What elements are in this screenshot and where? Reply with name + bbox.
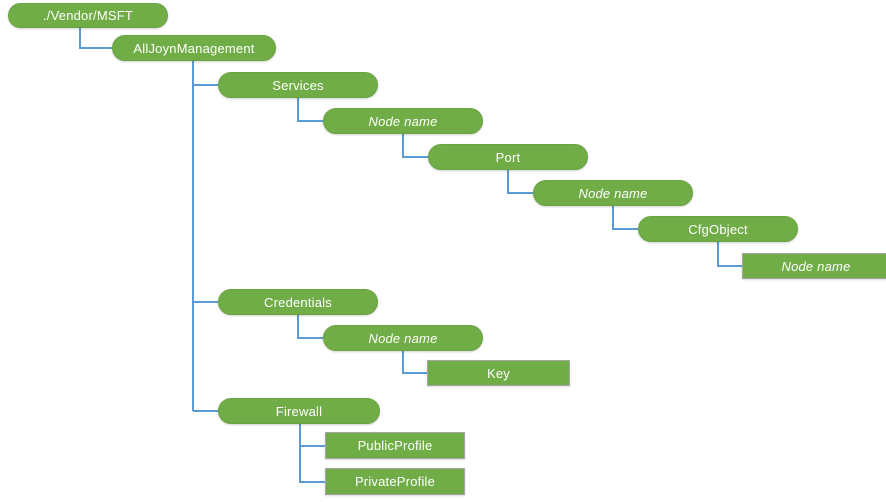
tree-node-port-node-name[interactable]: Node name	[533, 180, 693, 206]
connector-node-name-to-cfgobject	[612, 206, 638, 230]
connector-port-to-node-name	[507, 170, 533, 194]
tree-node-vendor-msft[interactable]: ./Vendor/MSFT	[8, 3, 168, 28]
connector-services-to-node-name	[297, 98, 323, 122]
connector-vendor-to-alljoyn	[79, 28, 112, 49]
tree-node-label-services: Services	[272, 77, 324, 93]
tree-node-label-services-node-name: Node name	[368, 113, 438, 129]
tree-node-key[interactable]: Key	[427, 360, 570, 386]
tree-node-publicprofile[interactable]: PublicProfile	[325, 432, 465, 459]
tree-node-credentials[interactable]: Credentials	[218, 289, 378, 315]
tree-node-label-cfgobject-node-name: Node name	[781, 258, 851, 274]
tree-node-label-port-node-name: Node name	[578, 185, 648, 201]
tree-node-label-vendor-msft: ./Vendor/MSFT	[42, 8, 134, 23]
connector-node-name-to-port	[402, 134, 428, 158]
tree-node-label-cfgobject: CfgObject	[688, 221, 748, 237]
tree-node-label-credentials: Credentials	[264, 294, 332, 310]
connector-credentials-to-node-name	[297, 315, 323, 339]
tree-node-firewall[interactable]: Firewall	[218, 398, 380, 424]
tree-node-label-key: Key	[486, 365, 510, 381]
connector-cfgobject-to-node-name	[717, 242, 742, 267]
tree-node-credentials-node-name[interactable]: Node name	[323, 325, 483, 351]
tree-node-cfgobject[interactable]: CfgObject	[638, 216, 798, 242]
tree-node-label-firewall: Firewall	[275, 403, 323, 419]
tree-node-label-port: Port	[495, 149, 521, 165]
tree-node-port[interactable]: Port	[428, 144, 588, 170]
tree-node-label-publicprofile: PublicProfile	[357, 438, 433, 453]
tree-node-privateprofile[interactable]: PrivateProfile	[325, 468, 465, 495]
tree-node-services-node-name[interactable]: Node name	[323, 108, 483, 134]
tree-node-services[interactable]: Services	[218, 72, 378, 98]
tree-node-label-privateprofile: PrivateProfile	[354, 474, 436, 489]
tree-node-cfgobject-node-name[interactable]: Node name	[742, 253, 886, 279]
tree-node-label-credentials-node-name: Node name	[368, 330, 438, 346]
connector-firewall-branch	[299, 424, 325, 483]
tree-node-label-alljoynmanagement: AllJoynManagement	[133, 40, 255, 56]
connector-node-name-to-key	[402, 351, 427, 374]
tree-node-alljoynmanagement[interactable]: AllJoynManagement	[112, 35, 276, 61]
